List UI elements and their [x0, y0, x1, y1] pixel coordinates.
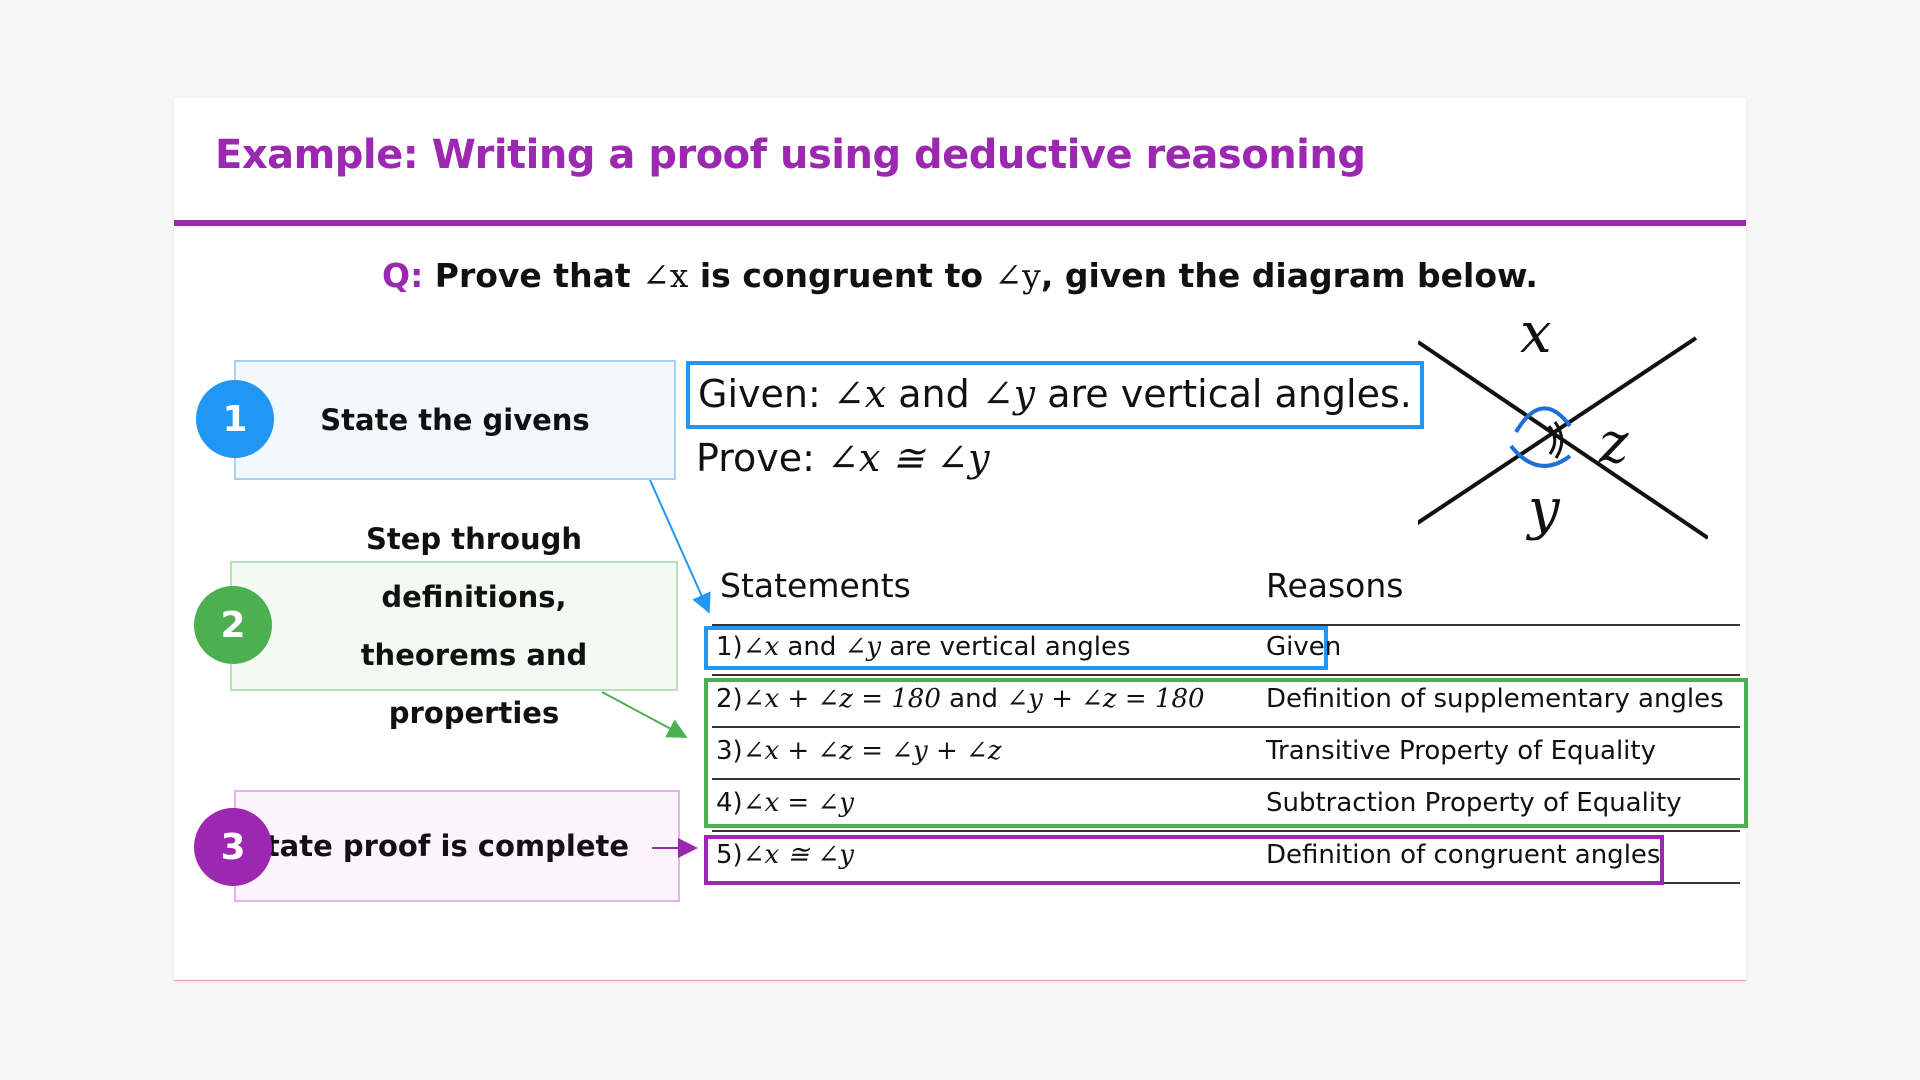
step-1-box: State the givens — [234, 360, 676, 480]
statement-row: 5)∠x ≅ ∠y — [716, 840, 854, 870]
question-pre: Prove that — [434, 256, 631, 295]
given-angle-y: ∠y — [981, 372, 1036, 416]
statement-mid: and — [779, 632, 845, 662]
statement-mid: and — [940, 684, 1007, 714]
step-2-line-1: Step through definitions, — [365, 522, 583, 614]
statement-expr-b: ∠y + ∠z = 180 — [1006, 684, 1205, 714]
table-rule-2 — [712, 726, 1740, 728]
row-5-highlight — [704, 835, 1664, 885]
rows-2-4-highlight — [704, 678, 1748, 828]
statement-expr-a: ∠x — [742, 632, 780, 662]
angle-z-arc-2 — [1553, 421, 1564, 459]
statement-row: 4)∠x = ∠y — [716, 788, 854, 818]
prove-expression: ∠x ≅ ∠y — [827, 436, 990, 480]
row-number: 5) — [716, 840, 743, 870]
row-number: 4) — [716, 788, 743, 818]
reason-row: Definition of supplementary angles — [1266, 684, 1724, 714]
prove-statement: Prove: ∠x ≅ ∠y — [696, 436, 990, 480]
given-label: Given: — [698, 372, 821, 416]
row-number: 2) — [716, 684, 743, 714]
statement-expr-a: ∠x + ∠z = 180 — [742, 684, 941, 714]
diagram-label-x: x — [1520, 322, 1552, 366]
reason-row: Given — [1266, 632, 1342, 662]
step-2-line-2: theorems and properties — [360, 638, 588, 730]
statement-expr-a: ∠x + ∠z = ∠y + ∠z — [742, 736, 1002, 766]
table-rule-top — [712, 624, 1740, 626]
question-angle-x: ∠x — [642, 256, 689, 295]
given-rest: are vertical angles. — [1047, 372, 1412, 416]
statement-expr-a: ∠x = ∠y — [742, 788, 854, 818]
question-label: Q: — [382, 256, 424, 295]
given-and: and — [898, 372, 970, 416]
angle-y-arc — [1509, 444, 1572, 468]
question-mid: is congruent to — [699, 256, 984, 295]
table-rule-3 — [712, 778, 1740, 780]
row-number: 1) — [716, 632, 743, 662]
reason-row: Transitive Property of Equality — [1266, 736, 1656, 766]
table-rule-1 — [712, 674, 1740, 676]
arrow-step-1 — [649, 479, 711, 614]
question: Q: Prove that ∠x is congruent to ∠y, giv… — [174, 256, 1746, 295]
question-angle-y: ∠y — [994, 256, 1041, 295]
angle-z-arc-1 — [1547, 425, 1557, 455]
prove-label: Prove: — [696, 436, 815, 480]
statement-expr-b: ∠y — [844, 632, 882, 662]
statement-tail: are vertical angles — [881, 632, 1131, 662]
header-statements: Statements — [720, 566, 911, 605]
header-reasons: Reasons — [1266, 566, 1404, 605]
slide-title: Example: Writing a proof using deductive… — [215, 132, 1366, 178]
table-rule-4 — [712, 830, 1740, 832]
connector-arrows — [601, 479, 711, 858]
question-post: , given the diagram below. — [1040, 256, 1538, 295]
row-1-highlight — [704, 626, 1328, 670]
arrow-step-2 — [601, 691, 688, 738]
vertical-angles-diagram: x z y — [1418, 322, 1708, 542]
step-2-badge: 2 — [194, 586, 272, 664]
step-3-box: State proof is complete — [234, 790, 680, 902]
statement-row: 3)∠x + ∠z = ∠y + ∠z — [716, 736, 1002, 766]
step-3-text: State proof is complete — [244, 829, 630, 863]
statement-row: 2)∠x + ∠z = 180 and ∠y + ∠z = 180 — [716, 684, 1205, 714]
row-number: 3) — [716, 736, 743, 766]
step-1-text: State the givens — [320, 403, 590, 437]
diagram-label-z: z — [1598, 411, 1629, 476]
step-1-badge: 1 — [196, 380, 274, 458]
slide-card: Example: Writing a proof using deductive… — [174, 98, 1748, 981]
statement-row: 1)∠x and ∠y are vertical angles — [716, 632, 1131, 662]
reason-row: Subtraction Property of Equality — [1266, 788, 1682, 818]
given-angle-x: ∠x — [832, 372, 887, 416]
reason-row: Definition of congruent angles — [1266, 840, 1661, 870]
statement-expr-a: ∠x ≅ ∠y — [742, 840, 854, 870]
step-3-badge: 3 — [194, 808, 272, 886]
title-underline — [174, 220, 1746, 226]
angle-x-arc — [1514, 406, 1572, 434]
given-statement: Given: ∠x and ∠y are vertical angles. — [686, 361, 1424, 429]
diagram-label-y: y — [1525, 477, 1561, 542]
